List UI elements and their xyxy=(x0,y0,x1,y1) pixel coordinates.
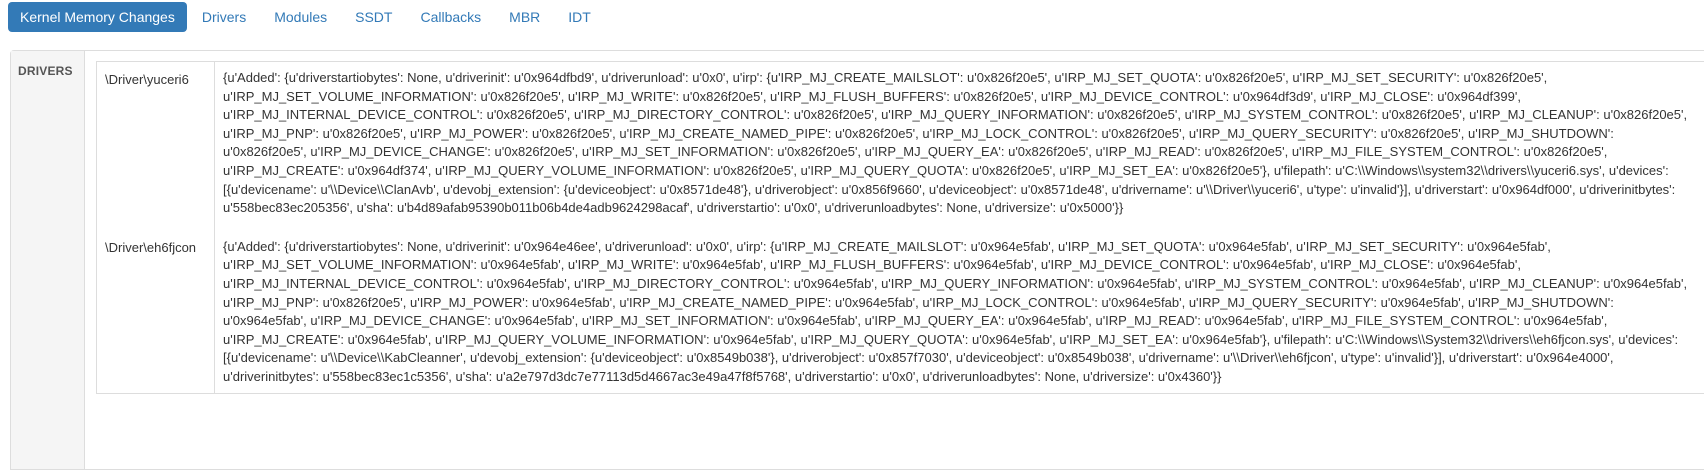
tab-bar: Kernel Memory Changes Drivers Modules SS… xyxy=(8,2,606,32)
panel-label: DRIVERS xyxy=(18,64,73,78)
driver-details-cell: {u'Added': {u'driverstartiobytes': None,… xyxy=(223,238,1688,384)
driver-name-cell: \Driver\yuceri6 xyxy=(97,62,215,223)
tab-mbr[interactable]: MBR xyxy=(509,9,541,25)
tab-modules[interactable]: Modules xyxy=(274,9,328,25)
driver-details-cell: {u'Added': {u'driverstartiobytes': None,… xyxy=(223,70,1688,216)
tab-ssdt[interactable]: SSDT xyxy=(355,9,393,25)
table-row: \Driver\yuceri6 {u'Added': {u'driverstar… xyxy=(97,62,1704,223)
table-row: \Driver\eh6fjcon {u'Added': {u'driversta… xyxy=(97,222,1704,393)
drivers-panel: DRIVERS \Driver\yuceri6 {u'Added': {u'dr… xyxy=(10,50,1704,470)
tab-kernel-memory-changes[interactable]: Kernel Memory Changes xyxy=(8,2,187,32)
tab-callbacks[interactable]: Callbacks xyxy=(420,9,482,25)
tab-idt[interactable]: IDT xyxy=(568,9,591,25)
drivers-table: \Driver\yuceri6 {u'Added': {u'driverstar… xyxy=(96,61,1704,394)
driver-name-cell: \Driver\eh6fjcon xyxy=(97,222,215,393)
panel-label-column: DRIVERS xyxy=(11,51,85,469)
tab-drivers[interactable]: Drivers xyxy=(201,9,247,25)
